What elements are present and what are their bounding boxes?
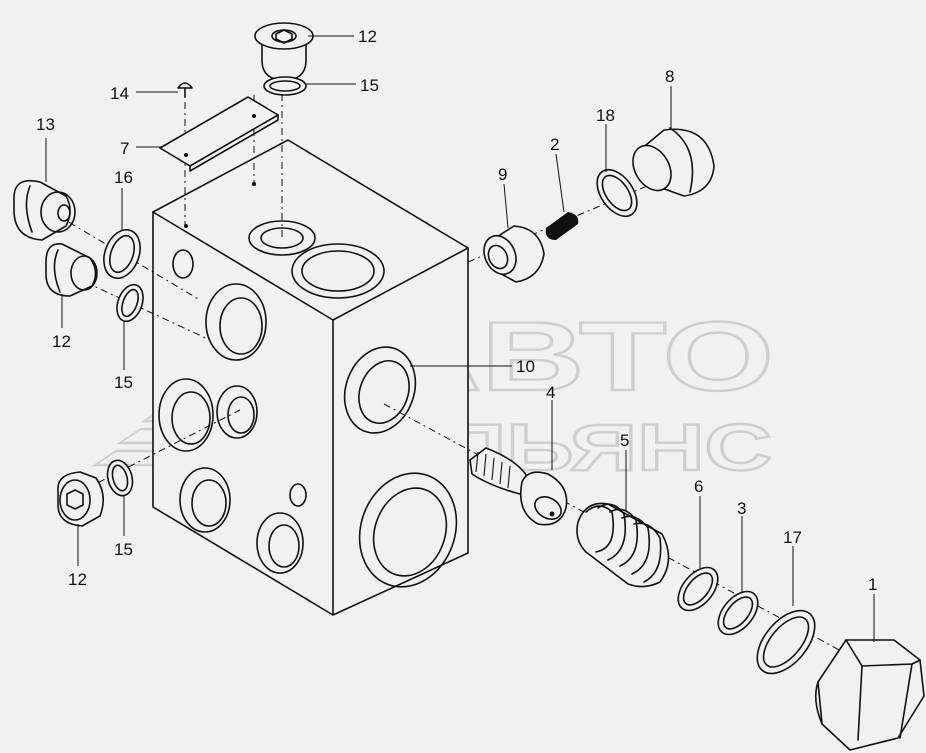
callout-8: 8 (665, 67, 674, 86)
callout-15-top: 15 (360, 76, 379, 95)
callout-3: 3 (737, 499, 746, 518)
callout-15-bottom: 15 (114, 540, 133, 559)
callout-10: 10 (516, 357, 535, 376)
callout-13: 13 (36, 115, 55, 134)
callout-12-left: 12 (52, 332, 71, 351)
callout-9: 9 (498, 165, 507, 184)
o-ring-15-top (263, 76, 307, 96)
valve-body (152, 139, 469, 616)
sleeve-9 (483, 225, 545, 283)
plug-12-top (254, 22, 314, 81)
seal-ring-17 (756, 609, 816, 675)
screw-14 (177, 82, 193, 98)
callout-7: 7 (120, 139, 129, 158)
body-outline (152, 139, 469, 616)
plug-8 (632, 127, 715, 197)
spring-5 (576, 502, 670, 588)
plug-12-bottom (57, 471, 104, 527)
hex-plug-1 (814, 639, 925, 751)
plug-13 (13, 179, 76, 241)
leader-lines (45, 35, 875, 642)
poppet-4 (469, 447, 568, 526)
callout-14: 14 (110, 84, 129, 103)
callout-6: 6 (694, 477, 703, 496)
o-ring-15-left (116, 283, 144, 323)
callout-5: 5 (620, 431, 629, 450)
callout-labels: 12 15 14 7 13 16 12 15 12 15 9 2 18 8 10… (36, 27, 877, 594)
plate-7 (159, 96, 279, 172)
o-ring-16 (103, 228, 141, 280)
spring-2 (545, 212, 579, 240)
callout-12-bottom: 12 (68, 570, 87, 589)
washer-6 (677, 566, 719, 612)
callout-1: 1 (868, 575, 877, 594)
callout-18: 18 (596, 106, 615, 125)
o-ring-15-bottom (106, 459, 134, 497)
washer-3 (717, 590, 759, 636)
callout-12-top: 12 (358, 27, 377, 46)
callout-2: 2 (550, 135, 559, 154)
callout-16: 16 (114, 168, 133, 187)
callout-17: 17 (783, 528, 802, 547)
callout-4: 4 (546, 383, 555, 402)
plug-12-left (45, 243, 98, 297)
o-ring-18 (596, 169, 638, 217)
callout-15-left: 15 (114, 373, 133, 392)
